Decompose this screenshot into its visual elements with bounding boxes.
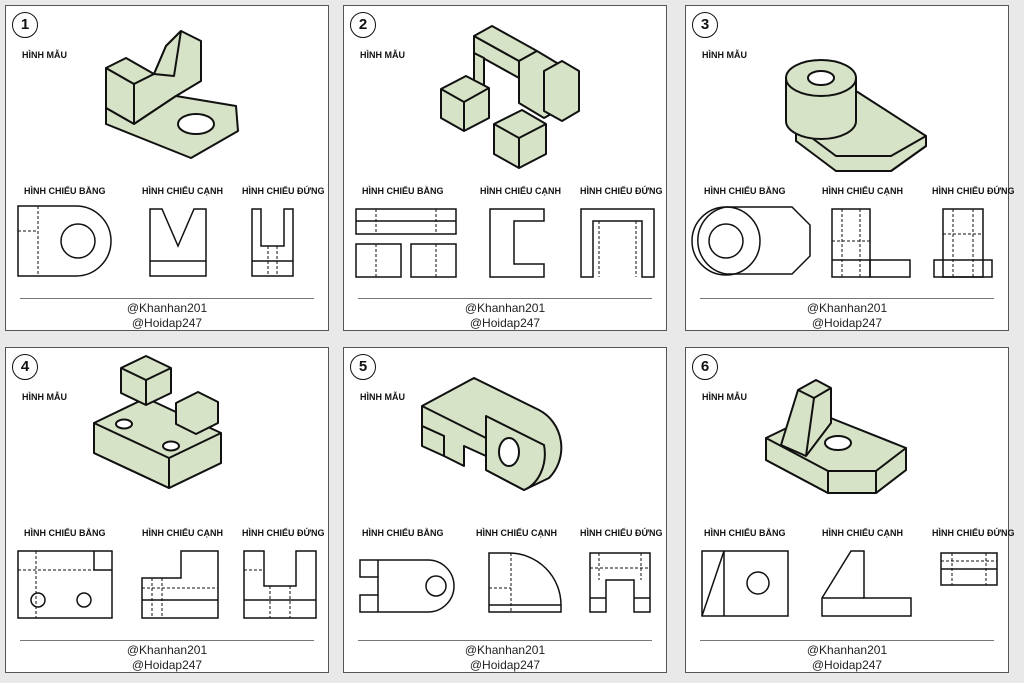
exercise-number: 2 — [350, 12, 376, 38]
exercise-number: 4 — [12, 354, 38, 380]
exercise-card-6: 6 HÌNH MẪU HÌNH C — [685, 347, 1014, 673]
divider — [358, 298, 652, 299]
front-view — [243, 550, 317, 619]
exercise-card-5: 5 HÌNH MẪU HÌNH C — [343, 347, 667, 673]
exercise-drawing — [17, 355, 317, 619]
front-view — [580, 208, 655, 278]
author-handle-2: @Hoidap247 — [811, 658, 883, 672]
exercise-number: 5 — [350, 354, 376, 380]
front-view-label: HÌNH CHIẾU ĐỨNG — [932, 528, 1015, 538]
front-view-label: HÌNH CHIẾU ĐỨNG — [242, 186, 325, 196]
top-view-label: HÌNH CHIẾU BẰNG — [362, 528, 444, 538]
isometric-model — [765, 379, 907, 494]
exercise-number: 6 — [692, 354, 718, 380]
author-handle-1: @Khanhan201 — [806, 301, 888, 315]
exercise-drawing — [359, 377, 651, 613]
author-handle-1: @Khanhan201 — [464, 643, 546, 657]
side-view-label: HÌNH CHIẾU CẠNH — [480, 186, 561, 196]
isometric-model — [440, 25, 580, 169]
exercise-number: 3 — [692, 12, 718, 38]
top-view-label: HÌNH CHIẾU BẰNG — [704, 186, 786, 196]
exercise-card-3: 3 HÌNH MẪU HÌNH C — [685, 5, 1014, 331]
isometric-model — [105, 30, 239, 159]
top-view-label: HÌNH CHIẾU BẰNG — [24, 528, 106, 538]
isometric-model — [785, 59, 927, 172]
author-handle-2: @Hoidap247 — [469, 316, 541, 330]
model-label: HÌNH MẪU — [702, 392, 747, 402]
side-view — [489, 208, 545, 278]
exercise-drawing — [17, 30, 294, 277]
author-handle-2: @Hoidap247 — [131, 658, 203, 672]
exercise-drawing — [691, 59, 993, 278]
model-label: HÌNH MẪU — [22, 392, 67, 402]
exercise-card-4: 4 HÌNH MẪU — [5, 347, 329, 673]
author-handle-2: @Hoidap247 — [811, 316, 883, 330]
author-handle-1: @Khanhan201 — [126, 301, 208, 315]
model-label: HÌNH MẪU — [22, 50, 67, 60]
side-view-label: HÌNH CHIẾU CẠNH — [142, 186, 223, 196]
author-handle-2: @Hoidap247 — [131, 316, 203, 330]
model-label: HÌNH MẪU — [360, 392, 405, 402]
exercise-card-2: 2 HÌNH MẪU — [343, 5, 667, 331]
divider — [700, 640, 994, 641]
exercise-card-1: 1 HÌNH MẪU HÌNH CHIẾU BẰNG HÌNH CHIẾ — [5, 5, 329, 331]
author-handle-1: @Khanhan201 — [464, 301, 546, 315]
author-handle-2: @Hoidap247 — [469, 658, 541, 672]
side-view — [488, 552, 562, 613]
top-view-label: HÌNH CHIẾU BẰNG — [24, 186, 106, 196]
side-view-label: HÌNH CHIẾU CẠNH — [822, 186, 903, 196]
divider — [20, 640, 314, 641]
isometric-model — [93, 355, 222, 489]
author-handle-1: @Khanhan201 — [126, 643, 208, 657]
divider — [700, 298, 994, 299]
divider — [358, 640, 652, 641]
top-view — [17, 205, 112, 277]
top-view — [691, 206, 811, 276]
front-view-label: HÌNH CHIẾU ĐỨNG — [932, 186, 1015, 196]
top-view — [359, 559, 455, 613]
top-view-label: HÌNH CHIẾU BẰNG — [362, 186, 444, 196]
side-view — [141, 550, 219, 619]
top-view — [355, 208, 457, 278]
exercise-number: 1 — [12, 12, 38, 38]
model-label: HÌNH MẪU — [702, 50, 747, 60]
isometric-model — [421, 377, 563, 491]
top-view — [17, 550, 113, 619]
front-view-label: HÌNH CHIẾU ĐỨNG — [242, 528, 325, 538]
side-view — [821, 550, 912, 617]
side-view — [149, 208, 207, 277]
divider — [20, 298, 314, 299]
top-view-label: HÌNH CHIẾU BẰNG — [704, 528, 786, 538]
front-view — [933, 208, 993, 278]
side-view — [831, 208, 911, 278]
exercise-drawing — [701, 379, 998, 617]
author-handle-1: @Khanhan201 — [806, 643, 888, 657]
model-label: HÌNH MẪU — [360, 50, 405, 60]
front-view — [940, 552, 998, 586]
front-view — [251, 208, 294, 277]
front-view-label: HÌNH CHIẾU ĐỨNG — [580, 186, 663, 196]
exercise-drawing — [355, 25, 655, 278]
side-view-label: HÌNH CHIẾU CẠNH — [476, 528, 557, 538]
front-view — [589, 552, 651, 613]
front-view-label: HÌNH CHIẾU ĐỨNG — [580, 528, 663, 538]
side-view-label: HÌNH CHIẾU CẠNH — [822, 528, 903, 538]
side-view-label: HÌNH CHIẾU CẠNH — [142, 528, 223, 538]
top-view — [701, 550, 789, 617]
